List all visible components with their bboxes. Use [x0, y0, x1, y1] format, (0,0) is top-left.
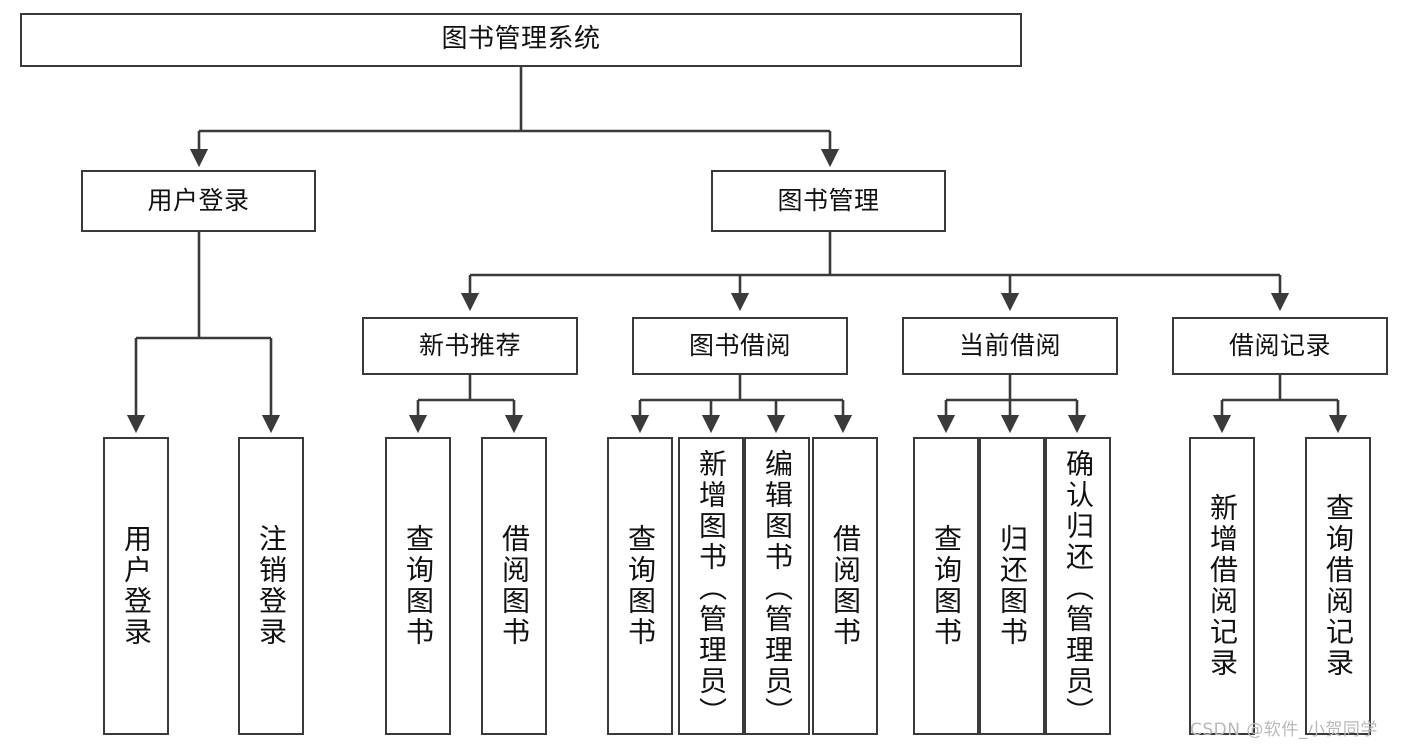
node-label: 借阅记录	[1228, 330, 1331, 360]
node-label: 当前借阅	[958, 330, 1061, 360]
leaf-current-return-book[interactable]: 归还图书	[979, 437, 1045, 735]
node-label: 用户登录	[147, 185, 250, 215]
leaf-recommend-borrow-book[interactable]: 借阅图书	[481, 437, 547, 735]
node-label: 图书管理	[777, 185, 880, 215]
csdn-watermark: CSDN @软件_小贺同学	[1190, 720, 1378, 740]
node-label: 确认归还（管理员）	[1062, 449, 1095, 728]
leaf-record-add-record[interactable]: 新增借阅记录	[1189, 437, 1255, 735]
node-current-borrow[interactable]: 当前借阅	[902, 317, 1118, 375]
node-label: 查询借阅记录	[1322, 493, 1355, 679]
leaf-borrow-add-book-admin[interactable]: 新增图书（管理员）	[678, 437, 744, 735]
leaf-borrow-borrow-book[interactable]: 借阅图书	[812, 437, 878, 735]
node-label: 新增借阅记录	[1206, 493, 1239, 679]
leaf-borrow-edit-book-admin[interactable]: 编辑图书（管理员）	[744, 437, 810, 735]
node-label: 新书推荐	[418, 330, 521, 360]
node-label: 查询图书	[402, 524, 435, 648]
node-label: 查询图书	[624, 524, 657, 648]
leaf-record-query-record[interactable]: 查询借阅记录	[1305, 437, 1371, 735]
node-label: 编辑图书（管理员）	[761, 449, 794, 728]
leaf-current-confirm-return-admin[interactable]: 确认归还（管理员）	[1045, 437, 1111, 735]
node-label: 查询图书	[930, 524, 963, 648]
node-label: 用户登录	[120, 524, 153, 648]
node-label: 图书借阅	[688, 330, 791, 360]
node-new-book-recommend[interactable]: 新书推荐	[362, 317, 578, 375]
node-label: 图书管理系统	[441, 24, 601, 55]
node-book-management[interactable]: 图书管理	[711, 170, 946, 232]
node-label: 借阅图书	[498, 524, 531, 648]
node-user-login[interactable]: 用户登录	[81, 170, 316, 232]
node-borrow-record[interactable]: 借阅记录	[1172, 317, 1388, 375]
node-label: 注销登录	[255, 524, 288, 648]
leaf-user-login-login[interactable]: 用户登录	[103, 437, 169, 735]
node-label: 新增图书（管理员）	[695, 449, 728, 728]
leaf-user-login-logout[interactable]: 注销登录	[238, 437, 304, 735]
node-label: 借阅图书	[829, 524, 862, 648]
node-label: 归还图书	[996, 524, 1029, 648]
leaf-borrow-query-book[interactable]: 查询图书	[607, 437, 673, 735]
leaf-recommend-query-book[interactable]: 查询图书	[385, 437, 451, 735]
node-book-borrow[interactable]: 图书借阅	[632, 317, 848, 375]
node-root-system[interactable]: 图书管理系统	[20, 13, 1022, 67]
leaf-current-query-book[interactable]: 查询图书	[913, 437, 979, 735]
